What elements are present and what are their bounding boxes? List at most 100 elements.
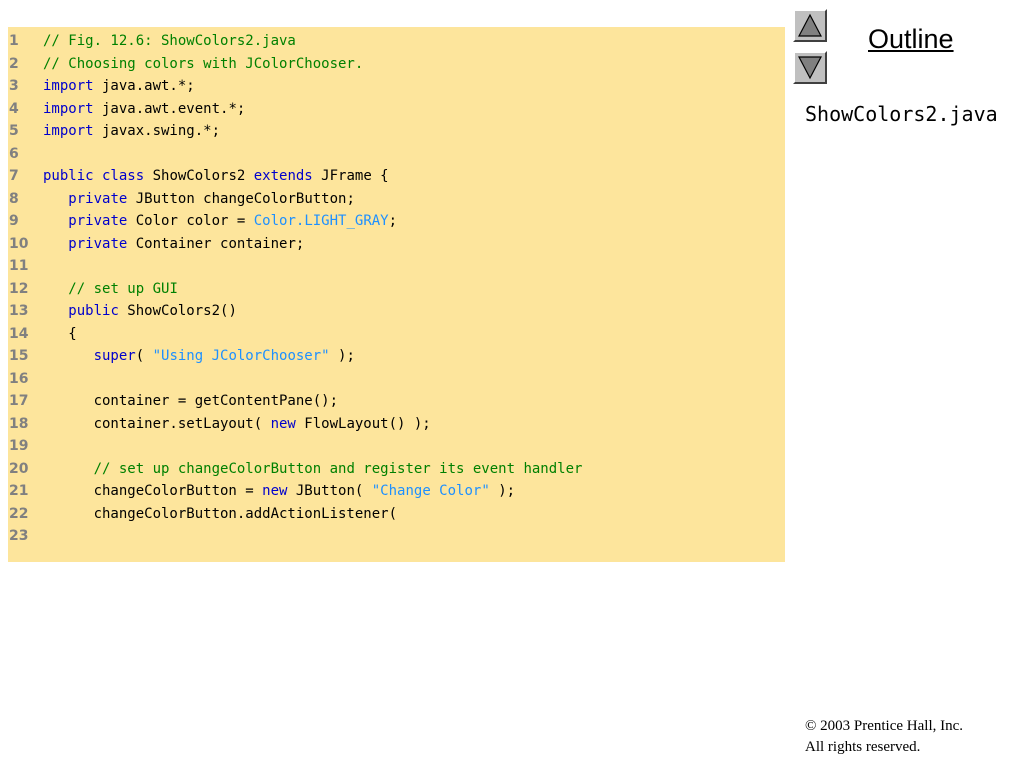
line-number: 20 [9,460,29,477]
code-text: container.setLayout( new FlowLayout() ); [43,413,431,436]
outline-link[interactable]: Outline [868,24,954,54]
code-token-text: ShowColors2() [118,303,237,319]
line-number: 8 [9,190,19,207]
code-token-text: changeColorButton = [43,483,263,499]
code-text: super( "Using JColorChooser" ); [43,345,355,368]
line-number: 17 [9,393,29,409]
line-number: 3 [9,78,19,94]
code-token-text [43,236,68,252]
code-line: 2 // Choosing colors with JColorChooser. [8,53,785,76]
code-token-string: "Change Color" [371,483,490,499]
line-number: 11 [9,258,29,274]
line-number: 9 [9,213,19,229]
code-token-text [43,213,68,229]
code-line: 13 public ShowColors2() [8,300,785,323]
code-line: 1 // Fig. 12.6: ShowColors2.java [8,30,785,53]
code-text: // set up changeColorButton and register… [43,458,583,481]
code-line: 18 container.setLayout( new FlowLayout()… [8,413,785,436]
code-line: 12 // set up GUI [8,278,785,301]
code-token-text: java.awt.*; [93,78,195,94]
line-number: 7 [9,168,19,184]
previous-slide-button[interactable] [793,9,827,42]
code-token-text: JButton( [287,483,372,499]
code-token-comment: // set up GUI [68,280,178,297]
code-token-keyword: private [68,235,128,252]
code-text: import java.awt.*; [43,75,195,98]
code-line: 21 changeColorButton = new JButton( "Cha… [8,480,785,503]
line-number: 1 [9,33,19,49]
code-token-keyword: import [43,78,94,94]
code-text: public ShowColors2() [43,300,237,323]
code-token-comment: // set up changeColorButton and register… [93,460,583,477]
line-number: 21 [9,483,29,499]
code-token-text: JButton changeColorButton; [127,190,355,207]
code-token-text: Container container; [127,235,305,252]
code-token-keyword: private [68,190,128,207]
line-number: 22 [9,505,29,522]
line-number: 5 [9,123,19,139]
code-token-text: ( [135,348,153,364]
code-line: 8 private JButton changeColorButton; [8,188,785,211]
code-text: public class ShowColors2 extends JFrame … [43,165,389,188]
line-number: 12 [9,280,29,297]
line-number: 13 [9,303,29,319]
code-line: 23 [8,525,785,548]
code-token-keyword: public [68,303,119,319]
code-text: import java.awt.event.*; [43,98,245,121]
code-text: changeColorButton.addActionListener( [43,503,397,526]
code-line: 11 [8,255,785,278]
code-line: 10 private Container container; [8,233,785,256]
code-token-text: container.setLayout( [43,415,271,432]
code-token-comment: // Choosing colors with JColorChooser. [43,55,364,72]
code-line: 16 [8,368,785,391]
code-token-text [43,348,94,364]
line-number: 15 [9,348,29,364]
code-token-text [43,461,94,477]
code-token-text: ); [329,348,355,364]
code-token-keyword: public class [43,168,145,184]
code-token-string: "Using JColorChooser" [152,348,330,364]
code-line: 20 // set up changeColorButton and regis… [8,458,785,481]
code-token-keyword: new [270,415,296,432]
code-token-text: ; [388,213,398,229]
line-number: 6 [9,145,19,162]
code-token-keyword: import [43,123,94,139]
code-line: 15 super( "Using JColorChooser" ); [8,345,785,368]
code-token-keyword: private [68,213,128,229]
code-token-text [43,303,68,319]
line-number: 16 [9,370,29,387]
line-number: 23 [9,528,29,544]
code-token-text: { [43,325,77,342]
code-token-keyword: import [43,100,94,117]
code-text: private Color color = Color.LIGHT_GRAY; [43,210,397,233]
code-token-text: FlowLayout() ); [295,415,431,432]
line-number: 18 [9,415,29,432]
code-line: 22 changeColorButton.addActionListener( [8,503,785,526]
code-token-text: container = getContentPane(); [43,393,339,409]
code-text: import javax.swing.*; [43,120,220,143]
copyright-line-2: All rights reserved. [805,739,921,755]
line-number: 14 [9,325,29,342]
code-line: 7 public class ShowColors2 extends JFrame… [8,165,785,188]
triangle-down-icon [798,56,822,80]
code-line: 3 import java.awt.*; [8,75,785,98]
code-text: changeColorButton = new JButton( "Change… [43,480,516,503]
copyright-line-1: © 2003 Prentice Hall, Inc. [805,718,964,734]
code-line: 6 [8,143,785,166]
file-name-label: ShowColors2.java [805,102,998,126]
code-token-text: ShowColors2 [144,168,254,184]
code-token-text: ); [489,483,516,499]
code-token-keyword: new [262,483,288,499]
code-text: // Fig. 12.6: ShowColors2.java [43,30,296,53]
code-lines: 1 // Fig. 12.6: ShowColors2.java 2 // Choos… [8,30,785,548]
next-slide-button[interactable] [793,51,827,84]
code-token-text: JFrame { [312,168,389,184]
code-token-comment: // Fig. 12.6: ShowColors2.java [43,33,296,49]
line-number: 10 [9,235,29,252]
code-token-text: java.awt.event.*; [93,100,246,117]
line-number: 2 [9,55,19,72]
code-token-text: Color color = [127,213,254,229]
line-number: 19 [9,438,29,454]
code-text: // set up GUI [43,278,178,301]
